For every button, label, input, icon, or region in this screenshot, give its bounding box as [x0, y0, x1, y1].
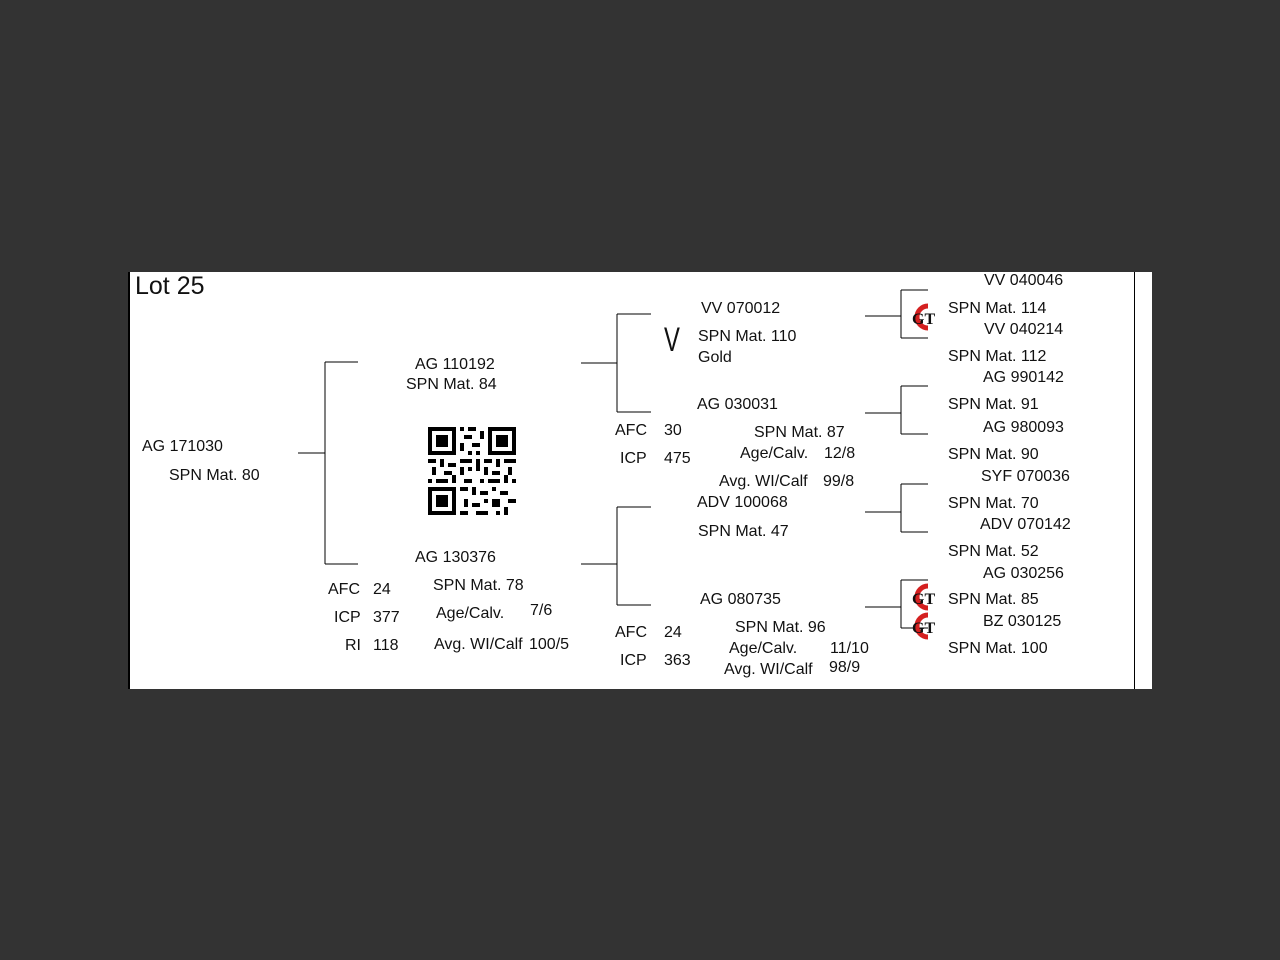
gen3-6-spn: SPN Mat. 52: [948, 543, 1039, 560]
page-right-border: [1134, 272, 1135, 689]
gen3-6-id: ADV 070142: [980, 516, 1071, 533]
dam-dam-avg-label: Avg. WI/Calf: [724, 661, 813, 678]
dam-avg-value: 100/5: [529, 636, 570, 653]
dam-ri-label: RI: [345, 637, 361, 654]
dam-afc-value: 24: [373, 581, 391, 598]
dam-afc-label: AFC: [328, 581, 360, 598]
pedigree-page: Lot 25 AG 171030 SPN Mat. 80 AG 110192 S…: [128, 272, 1152, 689]
dam-dam-avg-value: 98/9: [829, 659, 861, 676]
dam-dam-afc-value: 24: [664, 624, 682, 641]
lot-title: Lot 25: [135, 272, 205, 300]
gen3-4-spn: SPN Mat. 90: [948, 446, 1039, 463]
dam-dam-age-value: 11/10: [830, 640, 869, 657]
dam-avg-label: Avg. WI/Calf: [434, 636, 523, 653]
svg-text:GT: GT: [912, 620, 935, 637]
sire-sire-award: Gold: [698, 349, 732, 366]
sire-dam-icp-label: ICP: [620, 450, 647, 467]
sire-sire-mark: V: [664, 321, 680, 359]
sire-dam-icp-value: 475: [664, 450, 691, 467]
sire-spn: SPN Mat. 84: [406, 376, 497, 393]
gen3-1-spn: SPN Mat. 114: [948, 300, 1047, 317]
gen3-8-spn: SPN Mat. 100: [948, 640, 1048, 657]
sire-sire-spn: SPN Mat. 110: [698, 328, 797, 345]
dam-spn: SPN Mat. 78: [433, 577, 524, 594]
dam-dam-icp-label: ICP: [620, 652, 647, 669]
dam-age-label: Age/Calv.: [436, 605, 505, 622]
gen3-5-id: SYF 070036: [981, 468, 1070, 485]
subject-spn: SPN Mat. 80: [169, 467, 260, 484]
gt-logo-icon: GT: [912, 612, 935, 640]
svg-text:GT: GT: [912, 311, 935, 328]
sire-dam-afc-value: 30: [664, 422, 682, 439]
sire-dam-age-label: Age/Calv.: [740, 445, 809, 462]
gen3-7-id: AG 030256: [983, 565, 1064, 582]
sire-dam-avg-value: 99/8: [823, 473, 855, 490]
sire-dam-avg-label: Avg. WI/Calf: [719, 473, 808, 490]
gen3-2-spn: SPN Mat. 112: [948, 348, 1047, 365]
subject-id: AG 171030: [142, 438, 223, 455]
dam-dam-afc-label: AFC: [615, 624, 647, 641]
pedigree-connector-lines: [298, 289, 928, 629]
sire-dam-afc-label: AFC: [615, 422, 647, 439]
sire-id: AG 110192: [415, 356, 495, 373]
gen3-1-id: VV 040046: [984, 272, 1064, 289]
gen3-2-id: VV 040214: [984, 321, 1064, 338]
sire-dam-spn: SPN Mat. 87: [754, 424, 845, 441]
gt-logo-icon: GT: [912, 583, 935, 611]
dam-icp-label: ICP: [334, 609, 361, 626]
gen3-4-id: AG 980093: [983, 419, 1064, 436]
dam-dam-id: AG 080735: [700, 591, 781, 608]
gen3-8-id: BZ 030125: [983, 613, 1062, 630]
dam-ri-value: 118: [373, 637, 399, 654]
gen3-3-id: AG 990142: [983, 369, 1064, 386]
sire-sire-id: VV 070012: [701, 300, 781, 317]
qr-code-icon: [428, 427, 516, 515]
dam-dam-icp-value: 363: [664, 652, 691, 669]
dam-dam-spn: SPN Mat. 96: [735, 619, 826, 636]
dam-icp-value: 377: [373, 609, 400, 626]
dam-sire-id: ADV 100068: [697, 494, 788, 511]
sire-dam-age-value: 12/8: [824, 445, 856, 462]
dam-age-value: 7/6: [530, 602, 553, 619]
gen3-5-spn: SPN Mat. 70: [948, 495, 1039, 512]
dam-sire-spn: SPN Mat. 47: [698, 523, 789, 540]
sire-dam-id: AG 030031: [697, 396, 778, 413]
gen3-3-spn: SPN Mat. 91: [948, 396, 1039, 413]
page-left-border: [128, 272, 130, 689]
gt-logo-icon: GT: [912, 303, 935, 331]
svg-text:GT: GT: [912, 591, 935, 608]
dam-id: AG 130376: [415, 549, 496, 566]
gen3-7-spn: SPN Mat. 85: [948, 591, 1039, 608]
dam-dam-age-label: Age/Calv.: [729, 640, 798, 657]
